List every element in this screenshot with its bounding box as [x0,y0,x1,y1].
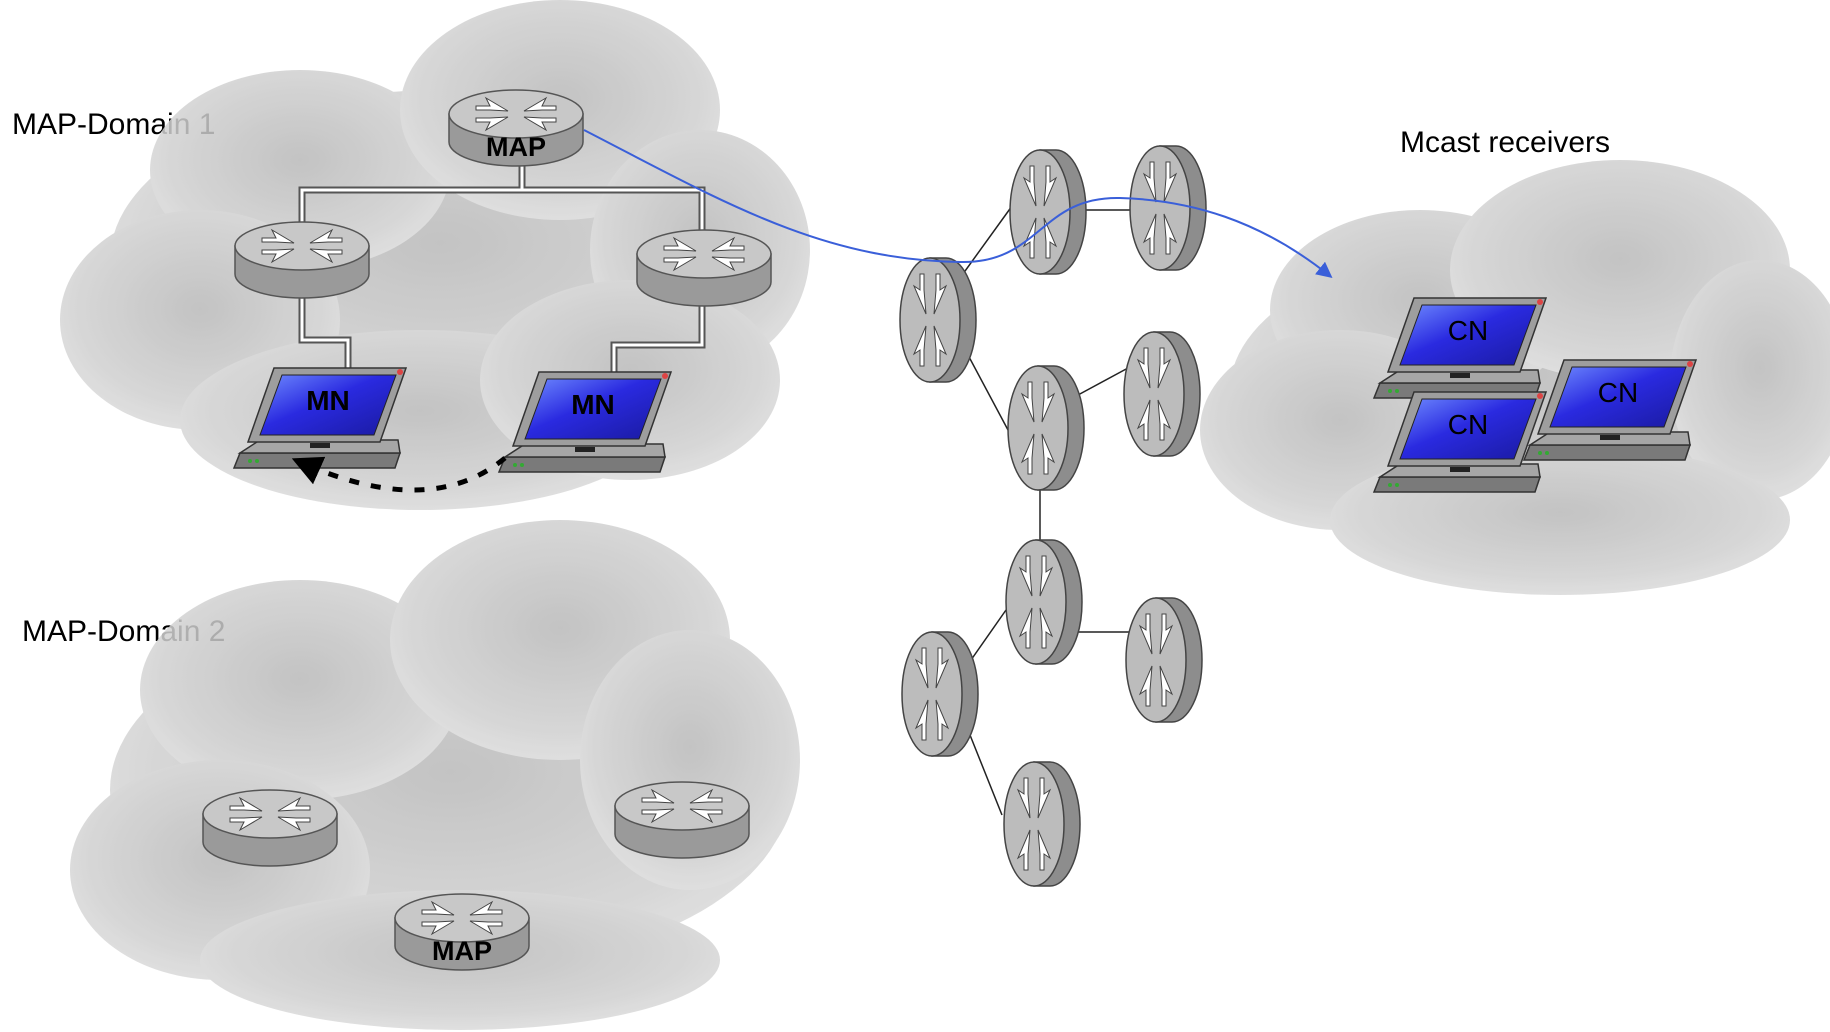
router-domain-2-left[interactable] [202,789,338,867]
correspondent-node-2[interactable]: CN [1523,359,1697,461]
label-mcast-receivers: Mcast receivers [1400,126,1611,159]
backbone-router-8[interactable] [901,631,979,757]
mobile-node-right-label: MN [571,389,615,420]
router-domain-1-left[interactable] [234,221,370,299]
map-router-domain-2-label: MAP [432,936,492,966]
mobile-node-right[interactable]: MN [498,371,672,473]
backbone-router-9[interactable] [1003,761,1081,887]
mobile-node-left[interactable]: MN [233,367,407,469]
correspondent-node-1[interactable]: CN [1373,297,1547,399]
backbone-router-1[interactable] [899,257,977,383]
router-domain-1-right[interactable] [636,229,772,307]
backbone-links [959,205,1138,816]
multicast-path [583,129,1333,278]
map-router-domain-1[interactable]: MAP [448,89,584,167]
backbone-router-6[interactable] [1005,539,1083,665]
backbone-router-4[interactable] [1007,365,1085,491]
router-domain-2-right[interactable] [614,781,750,859]
backbone-router-7[interactable] [1125,597,1203,723]
mobile-node-left-label: MN [306,385,350,416]
map-router-domain-2[interactable]: MAP [394,893,530,971]
cloud-map-domain-2 [70,520,800,1030]
backbone-router-2[interactable] [1009,149,1087,275]
correspondent-node-1-label: CN [1448,315,1488,346]
map-router-domain-1-label: MAP [486,132,546,162]
correspondent-node-3[interactable]: CN [1373,391,1547,493]
backbone-router-5[interactable] [1123,331,1201,457]
handover-path [291,456,507,493]
correspondent-node-3-label: CN [1448,409,1488,440]
correspondent-node-2-label: CN [1598,377,1638,408]
